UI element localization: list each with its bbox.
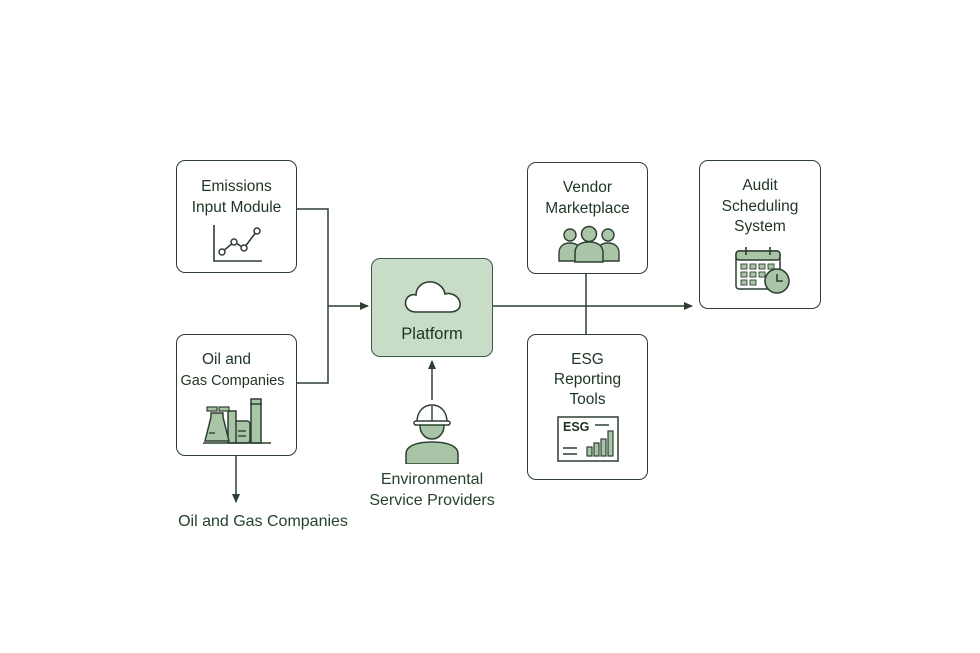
connector-oilgas-to-platform — [297, 306, 329, 384]
oilgas-node-label-line2: Gas Companies — [180, 373, 285, 389]
audit-node-label: Audit Scheduling System — [721, 177, 799, 235]
esg-icon-text: ESG — [563, 420, 590, 434]
esg-report-icon: ESG — [557, 416, 619, 462]
connector-emissions-to-platform — [297, 208, 329, 306]
esg-node-label: ESG Reporting Tools — [553, 351, 622, 408]
audit-scheduling-system-node[interactable]: Audit Scheduling System — [699, 160, 821, 309]
platform-node-label: Platform — [401, 325, 463, 343]
line-chart-icon — [213, 225, 262, 262]
oilgas-node-label-line1: Oil and — [201, 351, 252, 368]
refinery-icon — [203, 398, 271, 444]
environmental-service-providers-label: Environmental Service Providers — [369, 471, 495, 509]
emissions-input-module-node[interactable]: Emissions Input Module — [176, 160, 297, 273]
vendor-node-label: Vendor Marketplace — [545, 179, 630, 217]
oil-gas-companies-node[interactable]: Oil and Gas Companies — [176, 334, 297, 456]
emissions-node-label: Emissions Input Module — [191, 178, 282, 216]
vendor-marketplace-node[interactable]: Vendor Marketplace — [527, 162, 648, 274]
platform-node[interactable]: Platform — [371, 258, 493, 357]
people-group-icon — [558, 225, 620, 263]
worker-hardhat-icon — [405, 404, 459, 464]
oil-gas-companies-bottom-label: Oil and Gas Companies — [178, 513, 348, 530]
esg-reporting-tools-node[interactable]: ESG Reporting Tools ESG — [527, 334, 648, 480]
cloud-icon — [404, 281, 461, 313]
calendar-clock-icon — [735, 247, 790, 294]
